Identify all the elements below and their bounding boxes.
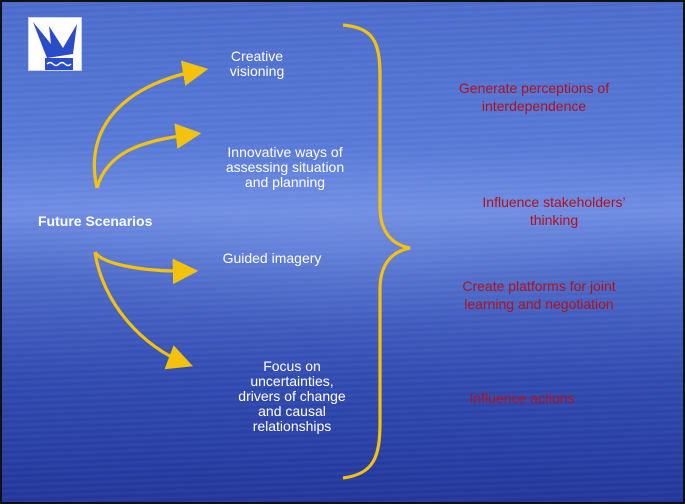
- outcome-influence-thinking: Influence stakeholders’thinking: [482, 194, 626, 228]
- arrow-to-focus-uncertainties: [93, 251, 193, 370]
- arrow-to-guided-imagery: [93, 250, 199, 285]
- outcome-influence-actions: Influence actions: [469, 390, 575, 406]
- arrow-to-creative-visioning: [92, 60, 209, 189]
- arrow-to-innovative-ways: [95, 123, 202, 189]
- method-guided-imagery: Guided imagery: [222, 250, 322, 266]
- future-scenarios-label: Future Scenarios: [38, 213, 153, 229]
- logo-icon: [28, 17, 82, 71]
- bird-logo-icon: [29, 18, 81, 70]
- curly-brace: [342, 23, 411, 480]
